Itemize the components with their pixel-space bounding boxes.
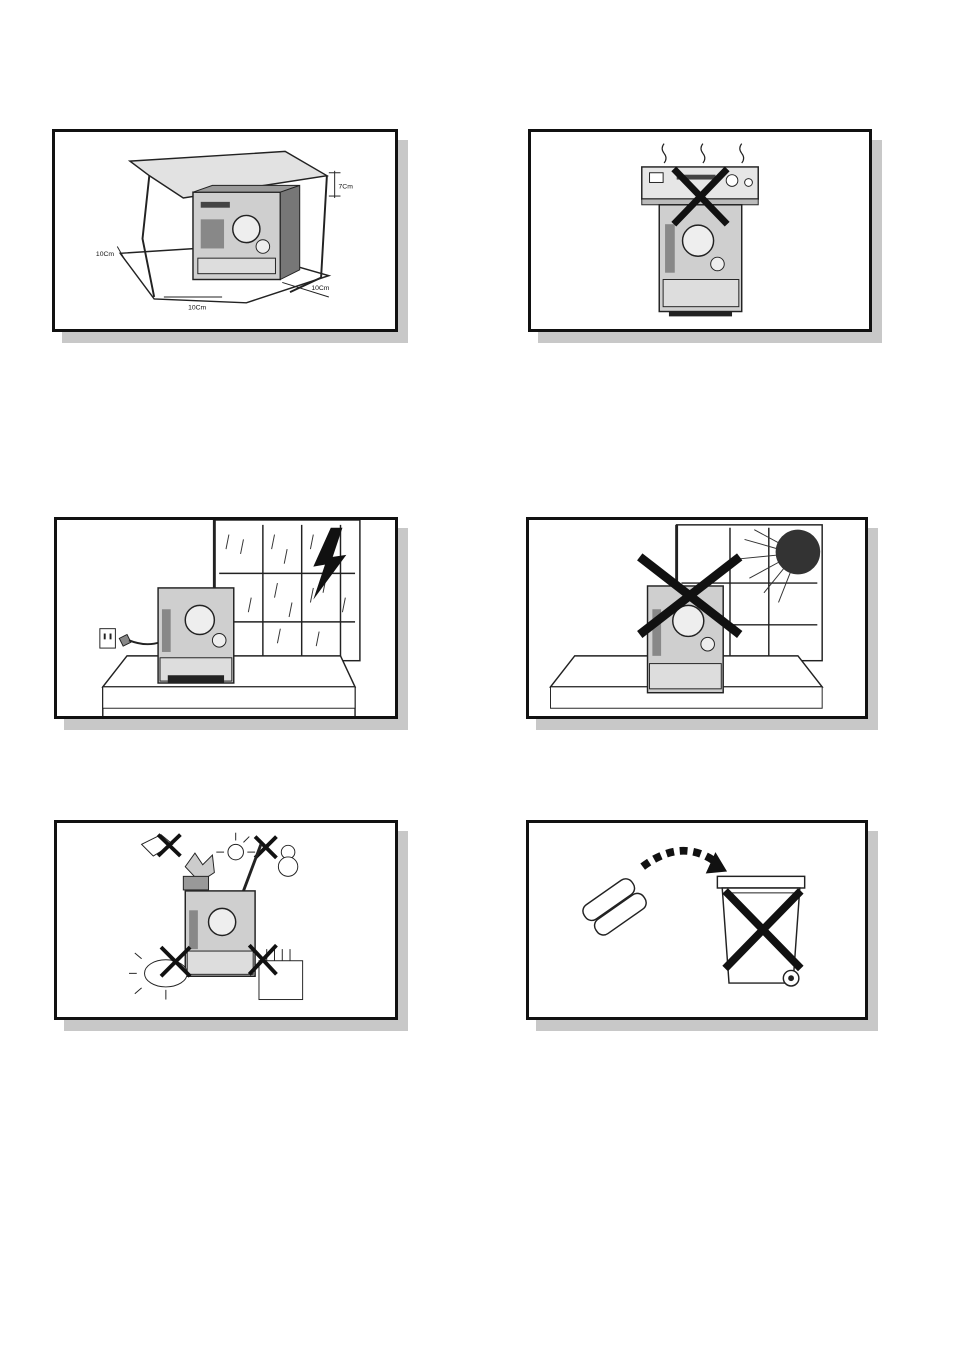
battery-icon bbox=[580, 876, 649, 938]
sunlight-illustration bbox=[529, 520, 865, 716]
clearance-top-label: 7Cm bbox=[339, 183, 354, 190]
clearance-front-label: 10Cm bbox=[188, 305, 206, 312]
panel-frame bbox=[528, 129, 872, 332]
panel-frame bbox=[54, 820, 398, 1020]
panel-frame bbox=[54, 517, 398, 719]
battery-disposal-illustration bbox=[529, 823, 865, 1017]
ventilation-illustration: 7Cm 10Cm 10Cm 10Cm bbox=[55, 132, 395, 329]
panel-frame bbox=[526, 820, 868, 1020]
clearance-left-label: 10Cm bbox=[96, 251, 114, 258]
panel-frame: 7Cm 10Cm 10Cm 10Cm bbox=[52, 129, 398, 332]
panel-frame bbox=[526, 517, 868, 719]
heat-source-illustration bbox=[531, 132, 869, 329]
clearance-right-label: 10Cm bbox=[311, 285, 329, 292]
environment-illustration bbox=[57, 823, 395, 1017]
lightning-illustration bbox=[57, 520, 395, 716]
